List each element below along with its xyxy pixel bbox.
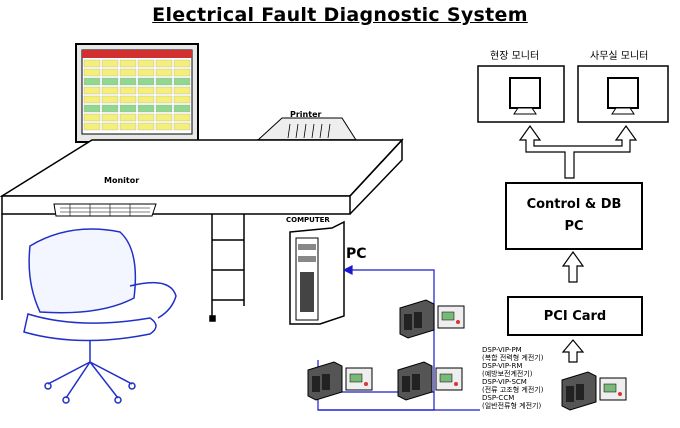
screen-cell — [83, 86, 101, 95]
screen-cell — [101, 113, 119, 122]
office-monitor-label: 사무실 모니터 — [590, 51, 649, 62]
screen-cell — [119, 104, 137, 113]
screen-cell — [155, 68, 173, 77]
screen-cell — [155, 95, 173, 104]
desk-monitor — [75, 43, 199, 173]
screen-cell — [101, 122, 119, 131]
device-desc: (일반전류형 계전기) — [482, 402, 542, 410]
screen-cell — [101, 104, 119, 113]
up-arrow-icon — [561, 250, 585, 283]
screen-cell — [101, 86, 119, 95]
screen-cell — [137, 113, 155, 122]
field-monitor-label: 현장 모니터 — [490, 51, 540, 62]
screen-cell — [137, 59, 155, 68]
device-code: DSP-VIP-SCM — [482, 378, 527, 386]
screen-cell — [155, 113, 173, 122]
screen-cell — [137, 122, 155, 131]
office-monitor-icon — [577, 65, 669, 123]
screen-cell — [173, 68, 191, 77]
screen-cell — [137, 68, 155, 77]
screen-cell — [173, 113, 191, 122]
screen-cell — [119, 122, 137, 131]
screen-cell — [101, 68, 119, 77]
screen-cell — [137, 77, 155, 86]
diagram-title: Electrical Fault Diagnostic System — [152, 4, 528, 26]
relay-device-icon — [397, 361, 463, 401]
device-code: DSP-VIP-PM — [482, 346, 522, 354]
screen-cell — [119, 59, 137, 68]
device-code: DSP-CCM — [482, 394, 515, 402]
screen-cell — [83, 104, 101, 113]
control-db-line2: PC — [564, 219, 584, 234]
computer-label: COMPUTER — [286, 216, 330, 224]
relay-device-icon — [561, 371, 627, 411]
device-desc: (전류 고조형 계전기) — [482, 386, 544, 394]
device-desc: (예방보전계전기) — [482, 370, 533, 378]
device-list: DSP-VIP-PM (복합 전력형 계전기) DSP-VIP-RM (예방보전… — [482, 346, 543, 410]
keyboard-icon — [53, 203, 157, 217]
screen-cell — [83, 122, 101, 131]
screen-cell — [155, 86, 173, 95]
relay-device-icon — [307, 361, 373, 401]
screen-cell — [83, 68, 101, 77]
screen-cell — [155, 59, 173, 68]
pc-label: PC — [346, 246, 367, 262]
screen-cell — [83, 77, 101, 86]
pci-card-box: PCI Card — [507, 296, 643, 336]
screen-cell — [173, 122, 191, 131]
screen-cell — [173, 59, 191, 68]
screen-cell — [119, 113, 137, 122]
screen-cell — [155, 104, 173, 113]
branch-arrow-icon — [518, 124, 638, 179]
pci-card-label: PCI Card — [543, 308, 607, 324]
monitor-label: Monitor — [104, 176, 140, 185]
screen-cell — [101, 77, 119, 86]
screen-cell — [101, 95, 119, 104]
screen-cell — [83, 95, 101, 104]
screen-cell — [119, 68, 137, 77]
screen-cell — [155, 77, 173, 86]
screen-cell — [173, 104, 191, 113]
screen-cell — [137, 104, 155, 113]
field-monitor-icon — [477, 65, 565, 123]
screen-cell — [83, 59, 101, 68]
screen-cell — [155, 122, 173, 131]
relay-devices — [307, 299, 627, 411]
relay-device-icon — [399, 299, 465, 339]
screen-cell — [83, 113, 101, 122]
control-db-line1: Control & DB — [526, 197, 622, 212]
device-desc: (복합 전력형 계전기) — [482, 354, 544, 362]
control-db-pc-box: Control & DB PC — [505, 182, 643, 250]
screen-cell — [119, 95, 137, 104]
screen-cell — [119, 86, 137, 95]
up-arrow-icon-lower — [561, 339, 585, 363]
screen-cell — [137, 95, 155, 104]
printer-label: Printer — [290, 110, 322, 119]
screen-cell — [173, 95, 191, 104]
screen-cell — [101, 59, 119, 68]
device-code: DSP-VIP-RM — [482, 362, 523, 370]
screen-cell — [119, 77, 137, 86]
computer-tower — [289, 220, 345, 325]
office-chair — [23, 228, 177, 404]
screen-cell — [137, 86, 155, 95]
screen-cell — [173, 77, 191, 86]
screen-cell — [173, 86, 191, 95]
